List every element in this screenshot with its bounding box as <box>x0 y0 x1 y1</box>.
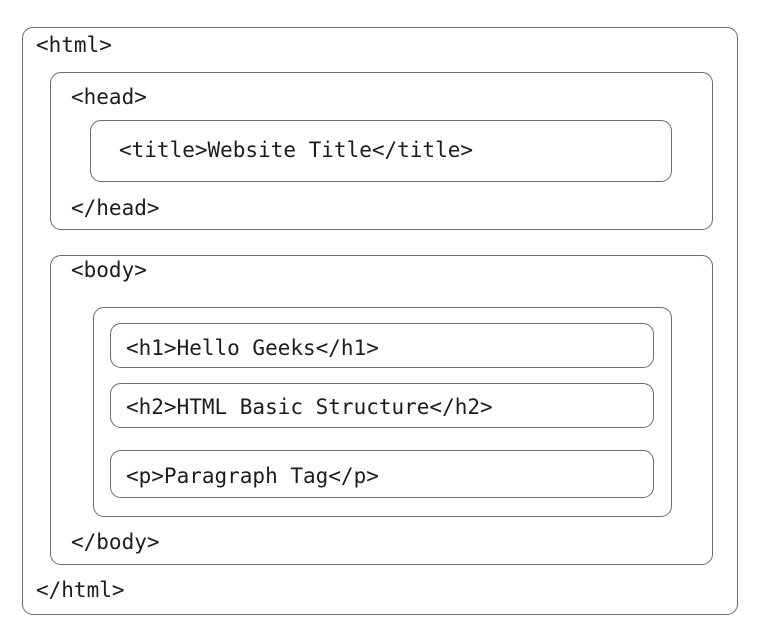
html-open-tag-label: <html> <box>36 33 112 57</box>
body-content-wrapper-box <box>93 307 672 517</box>
h2-element-label: <h2>HTML Basic Structure</h2> <box>126 395 493 419</box>
html-element-box <box>22 27 738 615</box>
h2-element-box <box>110 383 654 428</box>
title-element-box <box>90 120 672 182</box>
body-element-box <box>50 255 713 565</box>
h1-element-box <box>110 323 654 368</box>
h1-element-label: <h1>Hello Geeks</h1> <box>126 336 379 360</box>
body-close-tag-label: </body> <box>71 530 160 554</box>
head-element-box <box>50 72 713 230</box>
head-close-tag-label: </head> <box>71 196 160 220</box>
p-element-label: <p>Paragraph Tag</p> <box>126 464 379 488</box>
p-element-box <box>110 450 654 498</box>
html-close-tag-label: </html> <box>36 578 125 602</box>
head-open-tag-label: <head> <box>71 85 147 109</box>
body-open-tag-label: <body> <box>71 258 147 282</box>
title-element-label: <title>Website Title</title> <box>119 138 474 162</box>
